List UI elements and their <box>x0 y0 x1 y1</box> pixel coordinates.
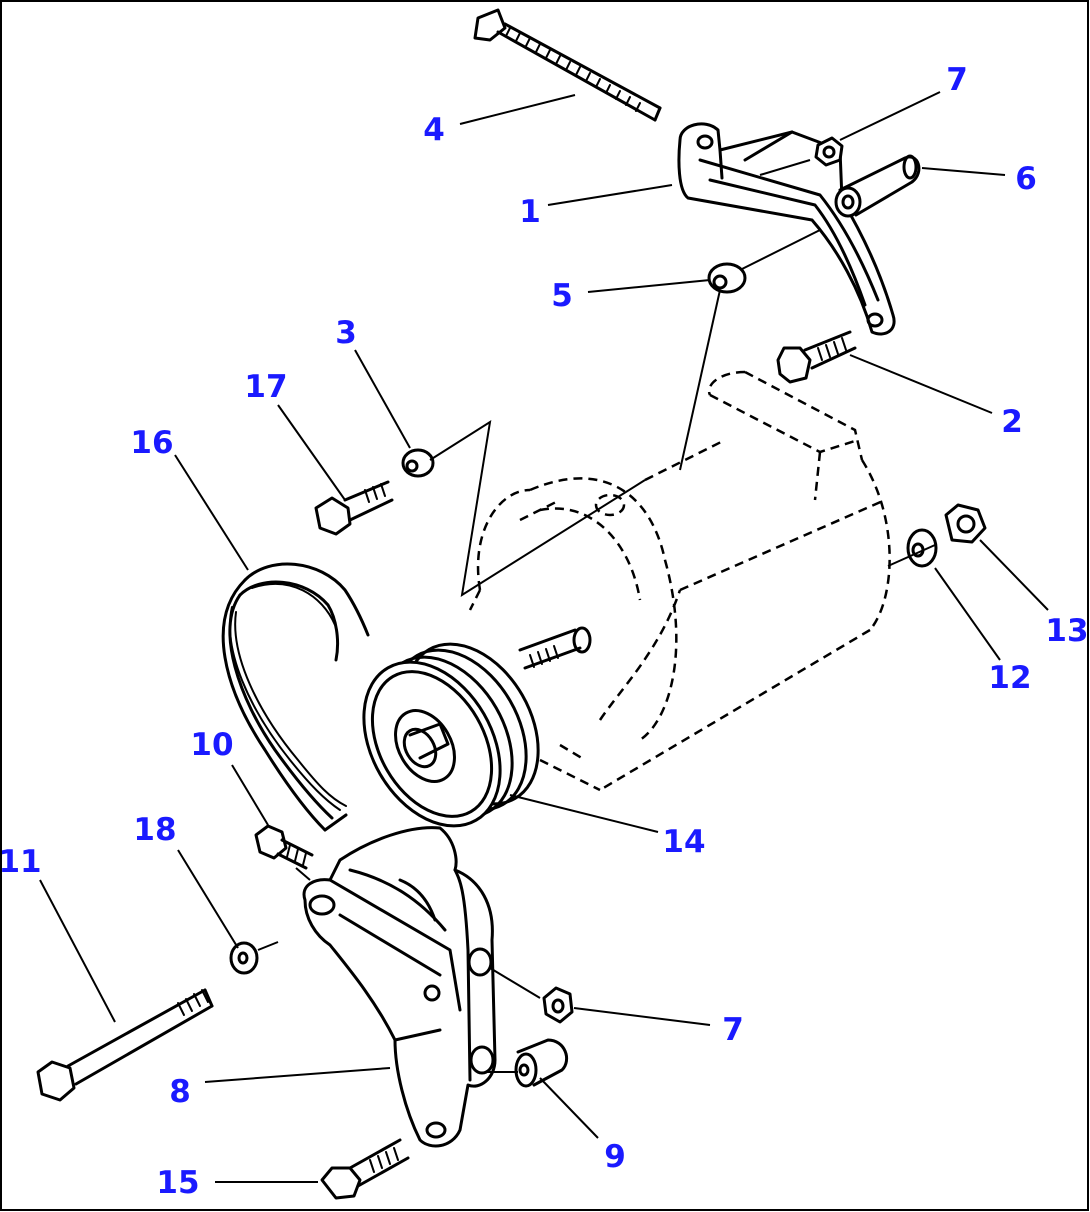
bolt-10 <box>254 824 314 870</box>
callout-12: 12 <box>988 660 1031 696</box>
callout-9: 9 <box>604 1139 626 1175</box>
bolt-2 <box>776 330 857 384</box>
spacer-9 <box>514 1038 568 1088</box>
callout-8: 8 <box>169 1074 191 1110</box>
callout-14: 14 <box>662 824 705 860</box>
washer-5 <box>707 262 747 294</box>
callout-18: 18 <box>133 812 176 848</box>
callout-2: 2 <box>1001 404 1023 440</box>
washer-12 <box>906 528 938 568</box>
long-bolt <box>473 8 662 122</box>
pulley <box>362 642 540 828</box>
callout-16: 16 <box>130 425 173 461</box>
callout-labels: 1 2 3 4 5 6 7 7 8 9 10 11 12 13 14 15 16… <box>0 62 1089 1201</box>
callout-11: 11 <box>0 844 42 880</box>
nut-lower <box>542 986 574 1024</box>
callout-3: 3 <box>335 315 357 351</box>
washer-18 <box>229 941 259 975</box>
bolt-15 <box>320 1138 410 1200</box>
v-belt <box>221 562 370 832</box>
callout-7-top: 7 <box>946 62 968 98</box>
callout-6: 6 <box>1015 161 1037 197</box>
adjusting-bracket <box>677 122 896 336</box>
bolt-17 <box>314 480 394 536</box>
spacer-collar <box>834 154 921 218</box>
nut-top <box>814 136 844 167</box>
callout-13: 13 <box>1045 613 1088 649</box>
alternator-body <box>468 370 891 792</box>
leader-lines <box>39 91 1049 1183</box>
alternator-shaft <box>518 626 592 670</box>
callout-7-lower: 7 <box>722 1012 744 1048</box>
callout-17: 17 <box>244 369 287 405</box>
long-bolt-11 <box>36 988 214 1102</box>
callout-1: 1 <box>519 194 541 230</box>
mount-bracket <box>302 826 497 1148</box>
callout-5: 5 <box>551 278 573 314</box>
callout-4: 4 <box>423 112 445 148</box>
callout-15: 15 <box>156 1165 199 1201</box>
callout-10: 10 <box>190 727 233 763</box>
washer-3 <box>401 448 435 478</box>
nut-13 <box>944 503 987 544</box>
